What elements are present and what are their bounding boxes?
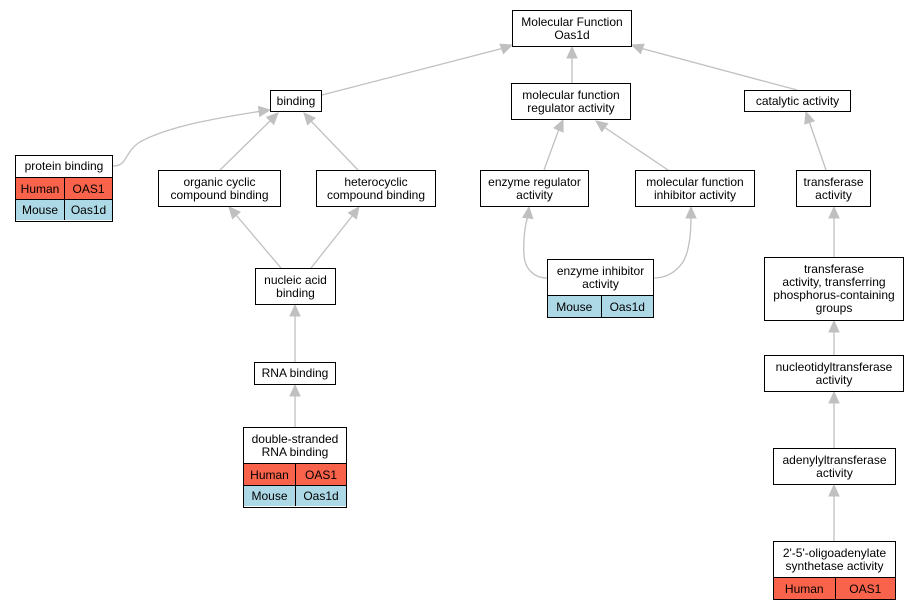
ortholog-row-mouse: Mouse Oas1d (244, 485, 346, 506)
edge-arrowhead (595, 120, 609, 133)
go-term-label: nucleic acid binding (264, 272, 327, 300)
edge-organic-cyclic-to-binding (219, 120, 271, 171)
go-term-label: binding (276, 93, 316, 108)
go-term-label: RNA binding (261, 366, 329, 380)
go-term-label: adenylyltransferase activity (782, 452, 887, 480)
edge-arrowhead (630, 43, 645, 55)
ortholog-gene[interactable]: Oas1d (600, 296, 654, 317)
ortholog-gene[interactable]: OAS1 (834, 578, 896, 599)
edge-arrowhead (553, 118, 564, 133)
go-term-label: heterocyclic compound binding (326, 174, 426, 202)
edge-transferase-to-catalytic (808, 120, 827, 171)
edge-enzyme-regulator-to-mf-regulator (543, 128, 560, 171)
go-term-label: transferase activity (803, 174, 864, 202)
edge-arrowhead (228, 206, 241, 220)
ortholog-species: Mouse (251, 489, 288, 503)
ortholog-row-human: Human OAS1 (244, 464, 346, 485)
go-term-node-binding[interactable]: binding (270, 90, 322, 112)
edge-enzyme-inhibitor-to-mf-inhibitor (653, 215, 692, 279)
go-term-node-rna-binding[interactable]: RNA binding (254, 362, 336, 385)
ortholog-species: Human (20, 181, 60, 196)
go-term-node-enzyme-regulator[interactable]: enzyme regulator activity (480, 170, 589, 207)
go-term-label: molecular function inhibitor activity (646, 174, 744, 202)
go-term-label: protein binding (24, 159, 104, 173)
ortholog-gene[interactable]: OAS1 (295, 464, 346, 485)
edge-arrowhead (257, 105, 272, 118)
ortholog-row-mouse: Mouse Oas1d (16, 199, 112, 220)
edge-arrowhead (685, 205, 697, 219)
edge-nucleic-acid-to-organic-cyclic (235, 214, 282, 269)
go-term-label: 2'-5'-oligoadenylate synthetase activity (782, 545, 887, 573)
ortholog-gene[interactable]: OAS1 (64, 178, 112, 199)
go-term-node-organic-cyclic[interactable]: organic cyclic compound binding (158, 170, 281, 207)
ortholog-table: Human OAS1 (774, 577, 895, 599)
edge-arrowhead (289, 303, 301, 317)
ortholog-table: Mouse Oas1d (548, 295, 653, 317)
go-term-node-transferase[interactable]: transferase activity (796, 170, 871, 207)
go-term-label: catalytic activity (755, 93, 840, 108)
edge-arrowhead (265, 112, 279, 126)
edge-protein-binding-to-binding (112, 110, 263, 167)
go-term-node-heterocyclic[interactable]: heterocyclic compound binding (316, 170, 436, 207)
edge-heterocyclic-to-binding (310, 120, 359, 171)
edge-arrowhead (566, 45, 578, 59)
ortholog-gene[interactable]: Oas1d (64, 200, 112, 220)
ortholog-species: Human (784, 581, 824, 596)
go-term-node-nucleotidyl[interactable]: nucleotidyltransferase activity (764, 355, 904, 392)
ortholog-gene[interactable]: Oas1d (295, 486, 346, 506)
go-term-node-catalytic[interactable]: catalytic activity (744, 90, 851, 112)
edge-arrowhead (289, 383, 301, 397)
edge-arrowhead (828, 205, 840, 219)
edge-nucleic-acid-to-heterocyclic (310, 214, 354, 269)
go-term-label: Molecular Function Oas1d (521, 14, 623, 42)
go-term-label: enzyme inhibitor activity (556, 263, 645, 291)
ortholog-species: Mouse (556, 299, 593, 314)
edge-arrowhead (828, 319, 840, 333)
edge-catalytic-to-root (639, 47, 798, 91)
edge-enzyme-inhibitor-to-enzyme-regulator (523, 215, 548, 279)
go-term-node-root[interactable]: Molecular Function Oas1d (512, 10, 632, 47)
edge-arrowhead (521, 205, 534, 220)
edge-mf-inhibitor-to-mf-regulator (603, 126, 669, 171)
edge-arrowhead (303, 112, 316, 126)
edge-arrowhead (828, 390, 840, 404)
go-term-node-oas[interactable]: 2'-5'-oligoadenylate synthetase activity… (773, 541, 896, 600)
go-term-label: transferase activity, transferring phosp… (773, 262, 895, 315)
edge-arrowhead (499, 43, 514, 55)
go-term-node-mf-inhibitor[interactable]: molecular function inhibitor activity (635, 170, 755, 207)
go-term-label: molecular function regulator activity (522, 87, 620, 115)
ortholog-species: Human (250, 467, 289, 482)
edge-arrowhead (347, 206, 360, 220)
ortholog-row-mouse: Mouse Oas1d (548, 296, 653, 317)
go-term-label: double-stranded RNA binding (251, 431, 339, 459)
go-term-node-adenylyl[interactable]: adenylyltransferase activity (773, 448, 896, 485)
go-term-label: enzyme regulator activity (488, 174, 581, 202)
ortholog-row-human: Human OAS1 (774, 578, 895, 599)
edge-binding-to-root (321, 47, 505, 96)
go-term-node-transferase-phos[interactable]: transferase activity, transferring phosp… (764, 257, 904, 321)
go-term-label: nucleotidyltransferase activity (775, 359, 893, 387)
ortholog-row-human: Human OAS1 (16, 178, 112, 199)
edge-arrowhead (804, 110, 816, 125)
go-term-node-mf-regulator[interactable]: molecular function regulator activity (511, 83, 631, 120)
go-term-label: organic cyclic compound binding (170, 174, 269, 202)
edge-arrowhead (828, 483, 840, 497)
ortholog-species: Mouse (21, 203, 59, 217)
go-term-node-nucleic-acid[interactable]: nucleic acid binding (255, 268, 336, 305)
